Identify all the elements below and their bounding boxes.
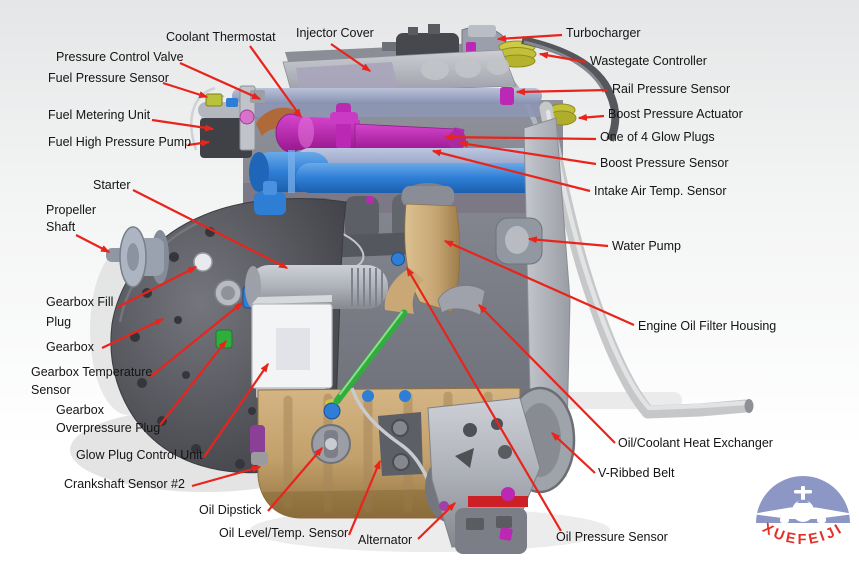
label-coolant-thermostat: Coolant Thermostat [166, 30, 276, 44]
callout-arrows [75, 33, 635, 540]
arrow-boost-pressure-sensor [458, 140, 597, 166]
label-gearbox-fill-plug-line1: Gearbox Fill [46, 295, 113, 309]
label-one-of-4-glow-plugs: One of 4 Glow Plugs [600, 130, 715, 144]
arrow-fuel-pressure-sensor [162, 81, 209, 99]
propeller-shaft-graphic [106, 226, 169, 288]
gearbox-fill-plug-graphic [193, 252, 213, 272]
arrow-injector-cover [330, 43, 372, 72]
arrow-starter [132, 189, 289, 269]
arrow-turbocharger [496, 33, 563, 43]
airplane-windshield [797, 499, 809, 503]
label-intake-air-temp-sensor: Intake Air Temp. Sensor [594, 184, 726, 198]
arrow-gearbox [101, 318, 165, 349]
engine-illustration [106, 24, 754, 554]
label-wastegate-controller: Wastegate Controller [590, 54, 707, 68]
label-rail-pressure-sensor: Rail Pressure Sensor [612, 82, 730, 96]
label-boost-pressure-actuator: Boost Pressure Actuator [608, 107, 743, 121]
label-turbocharger: Turbocharger [566, 26, 641, 40]
label-gearbox-temperature-sensor-line1: Gearbox Temperature [31, 365, 152, 379]
label-glow-plug-control-unit: Glow Plug Control Unit [76, 448, 203, 462]
arrow-boost-pressure-actuator [577, 113, 605, 121]
oil-filler-cap-graphic [311, 424, 351, 464]
arrow-coolant-thermostat [249, 45, 302, 119]
glow-plug-control-unit-graphic [251, 295, 333, 398]
arrow-intake-air-temp-sensor [431, 149, 591, 193]
arrow-water-pump [527, 236, 609, 248]
label-gearbox-overpressure-plug-line2: Overpressure Plug [56, 421, 160, 435]
label-fuel-pressure-sensor: Fuel Pressure Sensor [48, 71, 169, 85]
arrow-oil-pressure-sensor [406, 266, 562, 532]
arrow-alternator [417, 502, 456, 540]
arrow-wastegate-controller [538, 51, 587, 64]
fuel-pressure-sensor-graphic [205, 93, 223, 107]
arrow-rail-pressure-sensor [515, 88, 609, 96]
label-alternator: Alternator [358, 533, 412, 547]
rail-pressure-sensor-graphic [500, 87, 514, 105]
label-engine-oil-filter-housing: Engine Oil Filter Housing [638, 319, 776, 333]
label-propeller-shaft-line1: Propeller [46, 203, 96, 217]
crankshaft-sensor-graphic [250, 425, 265, 455]
label-gearbox-temperature-sensor-line2: Sensor [31, 383, 71, 397]
arrow-fuel-metering-unit [151, 118, 215, 132]
label-oil-coolant-heat-exchanger: Oil/Coolant Heat Exchanger [618, 436, 773, 450]
red-band-graphic [468, 496, 528, 507]
airplane-icon [752, 486, 854, 523]
label-injector-cover: Injector Cover [296, 26, 374, 40]
arrow-gearbox-temperature-sensor [149, 302, 244, 378]
label-gearbox-overpressure-plug-line1: Gearbox [56, 403, 105, 417]
label-pressure-control-valve: Pressure Control Valve [56, 50, 184, 64]
arrow-gearbox-overpressure-plug [159, 339, 227, 426]
label-propeller-shaft-line2: Shaft [46, 220, 76, 234]
label-oil-dipstick: Oil Dipstick [199, 503, 262, 517]
label-gearbox: Gearbox [46, 340, 95, 354]
fuel-system-graphic [190, 85, 300, 158]
label-oil-level-temp-sensor: Oil Level/Temp. Sensor [219, 526, 348, 540]
callout-labels: Coolant Thermostat Injector Cover Pressu… [31, 26, 776, 547]
label-fuel-high-pressure-pump: Fuel High Pressure Pump [48, 135, 191, 149]
label-water-pump: Water Pump [612, 239, 681, 253]
arrow-one-of-4-glow-plugs [443, 133, 597, 141]
heat-exchanger-area-graphic [437, 285, 486, 316]
label-crankshaft-sensor-2: Crankshaft Sensor #2 [64, 477, 185, 491]
arrow-v-ribbed-belt [551, 432, 596, 474]
oil-dipstick-tube-graphic [333, 309, 408, 405]
label-gearbox-fill-plug-line2: Plug [46, 315, 71, 329]
label-boost-pressure-sensor: Boost Pressure Sensor [600, 156, 729, 170]
oil-filter-housing-graphic [384, 183, 486, 316]
label-v-ribbed-belt: V-Ribbed Belt [598, 466, 675, 480]
arrow-pressure-control-valve [179, 61, 262, 101]
engine-top-graphic [232, 24, 620, 169]
label-oil-pressure-sensor: Oil Pressure Sensor [556, 530, 668, 544]
arrow-glow-plug-control-unit [203, 362, 269, 458]
arrow-propeller-shaft [75, 234, 111, 253]
injector-cover-graphic [282, 49, 517, 95]
arrow-crankshaft-sensor-2 [191, 465, 262, 488]
arrow-fuel-high-pressure-pump [187, 139, 211, 147]
alternator-graphic [425, 397, 541, 554]
arrow-gearbox-fill-plug [117, 266, 198, 308]
label-fuel-metering-unit: Fuel Metering Unit [48, 108, 151, 122]
arrow-oil-level-temp-sensor [347, 459, 382, 536]
arrow-oil-dipstick [267, 446, 323, 512]
arrow-engine-oil-filter-housing [443, 239, 635, 327]
arrow-oil-coolant-heat-exchanger [478, 304, 616, 444]
label-starter: Starter [93, 178, 131, 192]
charge-air-tubes-graphic [249, 148, 554, 215]
